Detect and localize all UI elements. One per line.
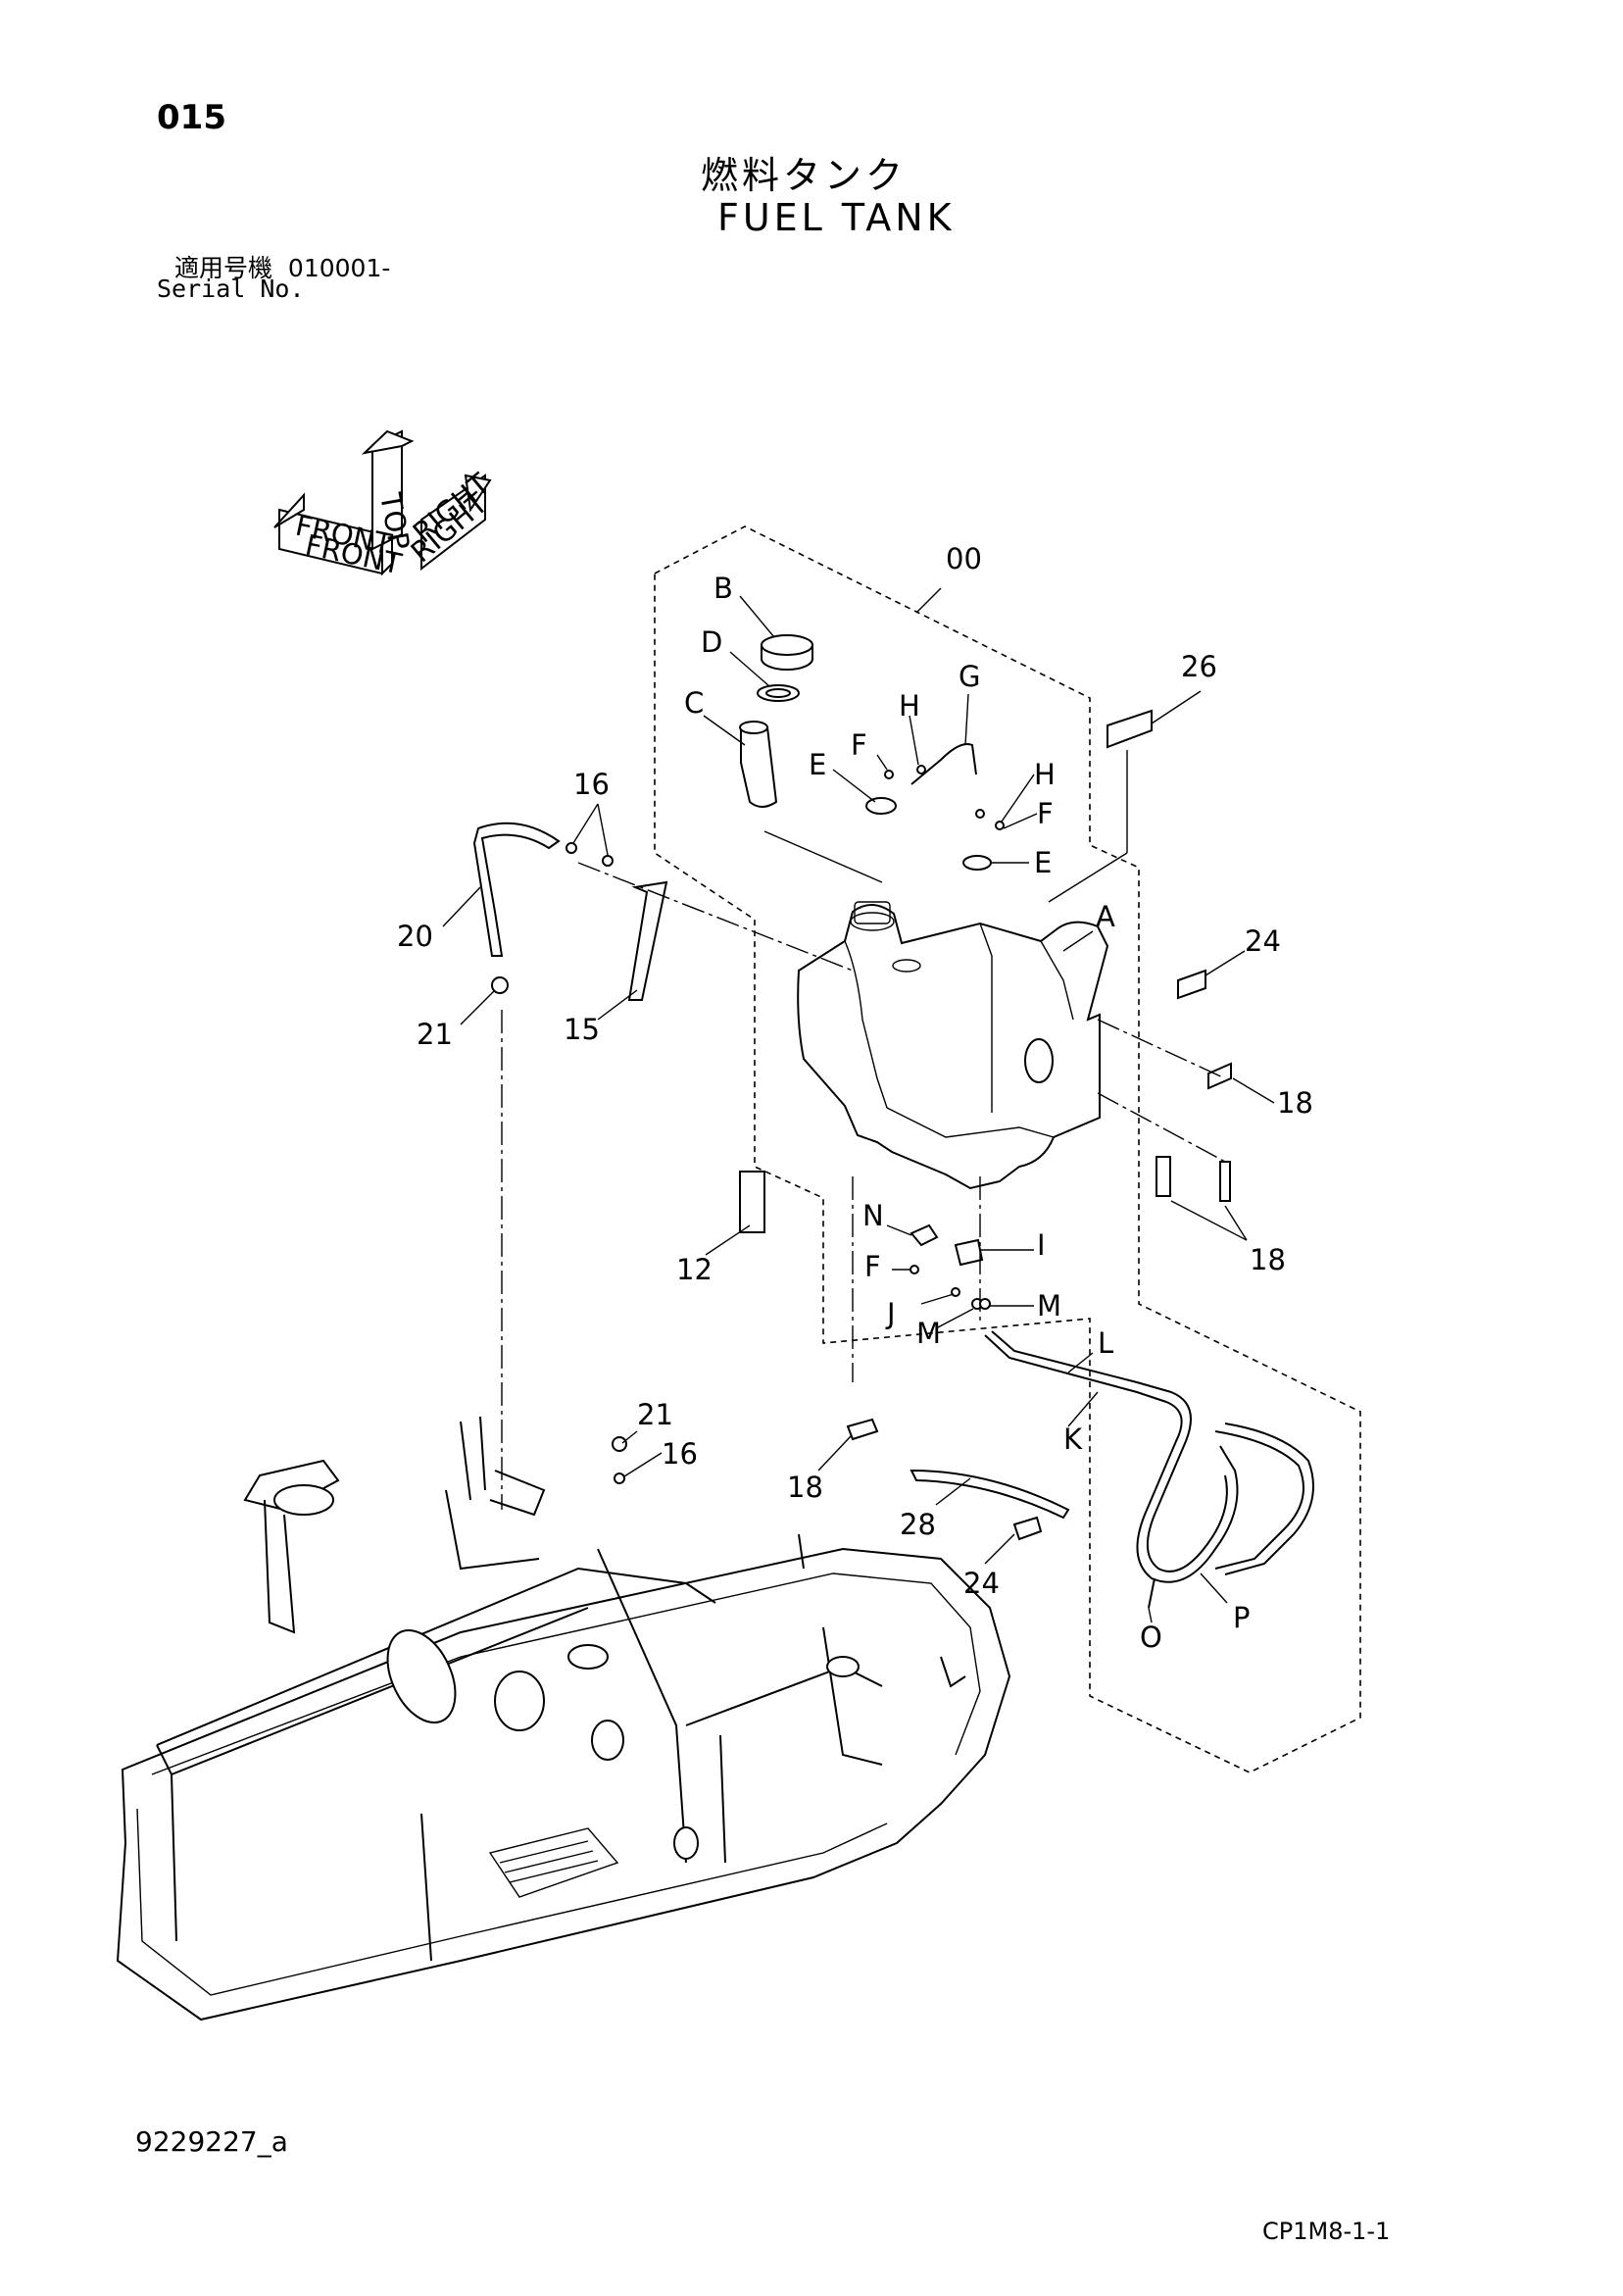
strip-28 xyxy=(910,1469,1070,1520)
plate-12 xyxy=(739,1171,765,1233)
callout-E-upper: E xyxy=(809,748,826,781)
callout-H-upper: H xyxy=(899,689,920,723)
callout-M-left: M xyxy=(916,1317,941,1350)
plate-18-lower xyxy=(846,1418,879,1441)
callout-A: A xyxy=(1096,900,1115,933)
plate-24-lower xyxy=(1012,1516,1043,1541)
callout-L: L xyxy=(1098,1326,1113,1360)
callout-D: D xyxy=(701,625,722,659)
callout-O: O xyxy=(1140,1621,1162,1654)
callout-J: J xyxy=(885,1297,896,1330)
bolt-16-lower xyxy=(614,1472,625,1484)
drawing-code: 9229227_a xyxy=(135,2125,288,2158)
callout-F-upper: F xyxy=(851,728,867,762)
callout-labels: 00 B D C G F H E H F E A 26 16 20 21 15 … xyxy=(397,542,1313,1654)
callout-21-upper: 21 xyxy=(417,1018,453,1051)
serial-value: 010001- xyxy=(287,254,391,282)
callout-18-lower: 18 xyxy=(787,1471,823,1504)
plate-18-right xyxy=(1219,1161,1231,1202)
callout-21-lower: 21 xyxy=(637,1398,673,1431)
strap-15 xyxy=(627,880,668,1001)
drain-fittings xyxy=(910,1223,991,1310)
washer-21-upper xyxy=(491,976,509,994)
plate-26 xyxy=(1107,709,1153,749)
callout-18-upper: 18 xyxy=(1277,1086,1313,1120)
callout-F-right: F xyxy=(1037,797,1054,830)
upper-structure-frame xyxy=(116,1416,1011,2021)
fuel-tank-assembly-boundary xyxy=(654,525,1361,1773)
callout-F-lower: F xyxy=(864,1250,881,1283)
callout-26: 26 xyxy=(1181,650,1217,683)
vent-fittings xyxy=(865,743,1005,871)
callout-00: 00 xyxy=(946,542,982,575)
fuel-cap-parts xyxy=(739,634,813,808)
fuel-tank-body xyxy=(797,901,1109,1190)
callout-18-right: 18 xyxy=(1250,1243,1286,1276)
washer-21-lower xyxy=(612,1436,627,1452)
title-japanese: 燃料タンク xyxy=(701,154,908,197)
bolt-16-upper xyxy=(566,842,577,854)
callout-16-upper: 16 xyxy=(573,768,610,801)
callout-G: G xyxy=(959,660,980,693)
callout-C: C xyxy=(684,686,704,720)
callout-N: N xyxy=(862,1199,884,1232)
callout-12: 12 xyxy=(676,1253,713,1286)
leader-lines xyxy=(442,587,1275,1623)
bolt-16-upper-b xyxy=(602,855,614,867)
catalog-code: CP1M8-1-1 xyxy=(1262,2218,1391,2245)
fuel-hoses xyxy=(984,1330,1314,1609)
orientation-indicator: FRONT FRONT TOP RIGHT RIGHT xyxy=(273,429,496,581)
callout-15: 15 xyxy=(564,1013,600,1046)
callout-H-right: H xyxy=(1034,758,1056,791)
callout-16-lower: 16 xyxy=(662,1437,698,1471)
serial-label-en: Serial No. xyxy=(157,275,305,303)
callout-24-lower: 24 xyxy=(963,1567,1000,1600)
strap-20 xyxy=(472,822,561,957)
reference-lines xyxy=(501,750,1226,1510)
callout-B: B xyxy=(713,572,733,605)
plate-18-left xyxy=(1156,1156,1171,1197)
serial-line: 適用号機 010001- xyxy=(174,249,390,284)
callout-24-upper: 24 xyxy=(1245,924,1281,958)
plate-24-upper xyxy=(1177,969,1206,1000)
page-number: 015 xyxy=(157,98,226,137)
title-english: FUEL TANK xyxy=(717,196,956,239)
callout-28: 28 xyxy=(900,1508,936,1541)
callout-P: P xyxy=(1233,1601,1251,1634)
callout-E-right: E xyxy=(1034,846,1052,879)
callout-20: 20 xyxy=(397,920,433,953)
callout-M-right: M xyxy=(1037,1289,1061,1323)
callout-K: K xyxy=(1063,1423,1083,1456)
serial-label-jp: 適用号機 xyxy=(174,254,273,282)
callout-I: I xyxy=(1037,1228,1046,1262)
